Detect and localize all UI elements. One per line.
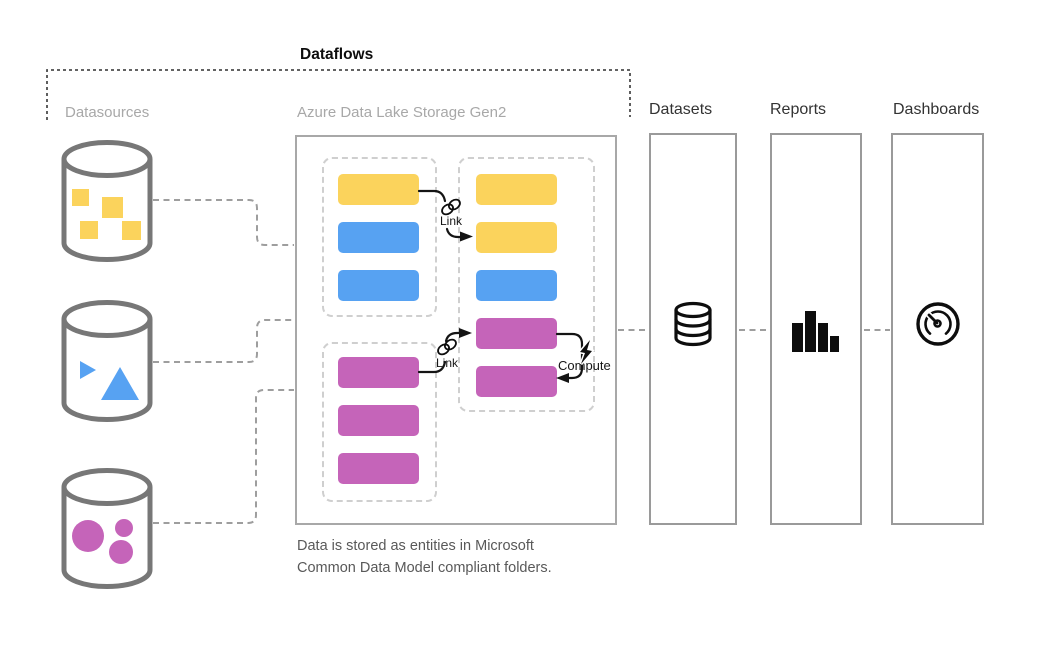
reports-box [770,133,862,525]
circle-shapes [72,519,133,564]
entity-bar-blue [338,222,419,253]
entity-bar-blue [476,270,557,301]
dashboards-box [891,133,984,525]
cdm-caption: Data is stored as entities in Microsoft … [297,538,552,576]
compute-label: Compute [558,358,611,373]
cdm-folder-bottom-left [322,342,437,502]
datasets-label: Datasets [649,101,713,118]
entity-bar-blue [338,270,419,301]
connector-squares-to-lake [153,199,294,246]
dataflows-title: Dataflows [300,46,374,63]
entity-bar-yellow [338,174,419,205]
azure-data-lake-label: Azure Data Lake Storage Gen2 [297,104,507,121]
datasets-box [649,133,737,525]
entity-bar-magenta [476,366,557,397]
entity-bar-yellow [476,222,557,253]
connector-circles-to-lake [153,389,294,524]
datasource-cylinder-squares [61,140,153,262]
cdm-folder-right [458,157,595,412]
datasource-cylinder-circles [61,468,153,589]
link-bottom-label: Link [435,356,458,370]
entity-bar-magenta [476,318,557,349]
datasource-cylinder-triangles [61,300,153,422]
entity-bar-yellow [476,174,557,205]
cdm-folder-top-left [322,157,437,317]
square-shapes [72,189,141,240]
datasources-label: Datasources [65,104,150,121]
entity-bar-magenta [338,357,419,388]
reports-label: Reports [770,101,827,118]
entity-bar-magenta [338,405,419,436]
entity-bar-magenta [338,453,419,484]
dashboards-label: Dashboards [893,101,980,118]
link-top-label: Link [439,214,462,228]
connector-triangles-to-lake [153,319,294,363]
triangle-shapes [80,361,139,400]
